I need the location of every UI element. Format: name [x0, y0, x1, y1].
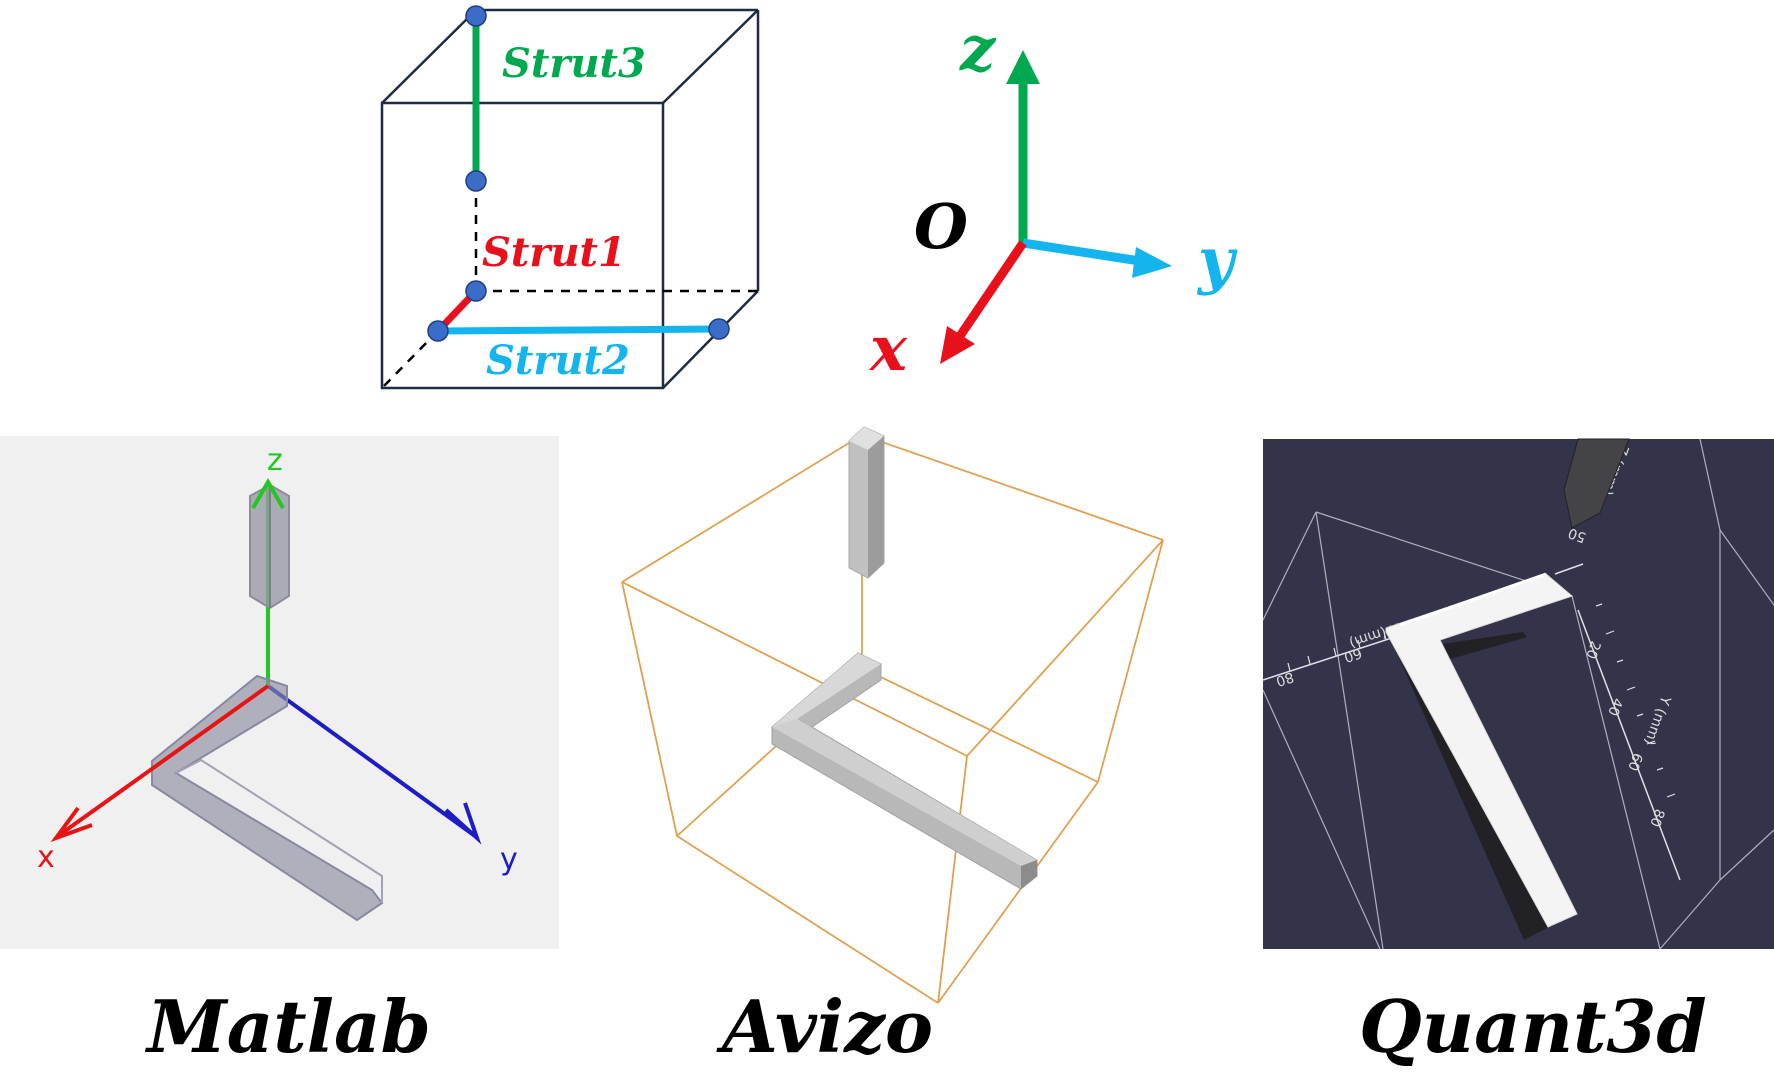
z-arrowhead-icon: [1006, 50, 1040, 84]
avizo-caption: Avizo: [716, 984, 933, 1069]
matlab-panel: z y x: [0, 436, 559, 949]
quant3d-tick-z-50: 50: [1566, 524, 1588, 545]
coordinate-axes: O z y x: [868, 12, 1238, 385]
strut3-label: Strut3: [502, 40, 646, 87]
quant3d-caption: Quant3d: [1359, 984, 1707, 1069]
matlab-y-label: y: [500, 842, 518, 877]
x-arrowhead-icon: [940, 326, 975, 364]
unit-cell-schematic: Strut3 Strut1 Strut2: [380, 5, 760, 390]
matlab-x-axis: [56, 684, 270, 838]
y-axis-arrow: [1022, 238, 1141, 266]
quant3d-struts-1-2: [1385, 573, 1578, 928]
quant3d-tick-y-80: 80: [1646, 807, 1667, 829]
avizo-strut-top: [772, 653, 881, 727]
avizo-strut3-top: [849, 427, 884, 450]
avizo-strut2-top: [772, 719, 1037, 866]
quant3d-tick-y-60: 60: [1624, 751, 1645, 773]
quant3d-panel: 80 60 20 40 60 80 50 X (mm) Y (mm) Z (mm…: [1262, 438, 1774, 950]
matlab-x-label: x: [37, 840, 55, 875]
quant3d-tick-y-20: 20: [1582, 639, 1603, 661]
node: [465, 280, 487, 302]
matlab-strut2-edge: [175, 758, 383, 903]
quant3d-bounding-box: [1262, 438, 1774, 950]
node: [465, 170, 487, 192]
quant3d-strut1-highlight: [1399, 572, 1547, 627]
y-axis-label: y: [1196, 224, 1238, 297]
avizo-strut2-end: [1021, 860, 1037, 889]
x-axis-arrow: [956, 240, 1027, 339]
y-arrowhead-icon: [1132, 247, 1172, 278]
strut-nodes: [427, 5, 730, 342]
quant3d-tick-y-40: 40: [1604, 696, 1625, 718]
x-axis-label: x: [868, 312, 908, 385]
strut1-label: Strut1: [482, 229, 626, 276]
node: [708, 318, 730, 340]
matlab-x-arrowhead-icon: [50, 806, 93, 843]
strut2-label: Strut2: [486, 337, 630, 384]
cube-hidden-edges: [381, 181, 758, 389]
matlab-y-arrowhead-icon: [444, 802, 482, 845]
matlab-y-axis: [266, 684, 477, 838]
cube-wireframe: [380, 8, 760, 390]
node: [465, 5, 487, 27]
matlab-struts-1-2: [151, 674, 384, 922]
z-axis-label: z: [959, 12, 997, 85]
origin-label: O: [914, 190, 968, 263]
quant3d-strut3: [1563, 438, 1630, 529]
matlab-z-label: z: [267, 443, 283, 478]
avizo-bounding-box: [621, 434, 1164, 1004]
matlab-z-arrowhead-icon: [251, 477, 285, 509]
quant3d-tick-x-80: 80: [1274, 668, 1296, 689]
avizo-strut3-side: [868, 436, 884, 578]
strut2-line: [437, 325, 720, 335]
node: [427, 320, 449, 342]
quant3d-tick-marks: [1287, 603, 1676, 798]
matlab-caption: Matlab: [144, 984, 431, 1069]
avizo-panel: [621, 426, 1164, 1004]
quant3d-tick-x-60: 60: [1342, 644, 1364, 665]
